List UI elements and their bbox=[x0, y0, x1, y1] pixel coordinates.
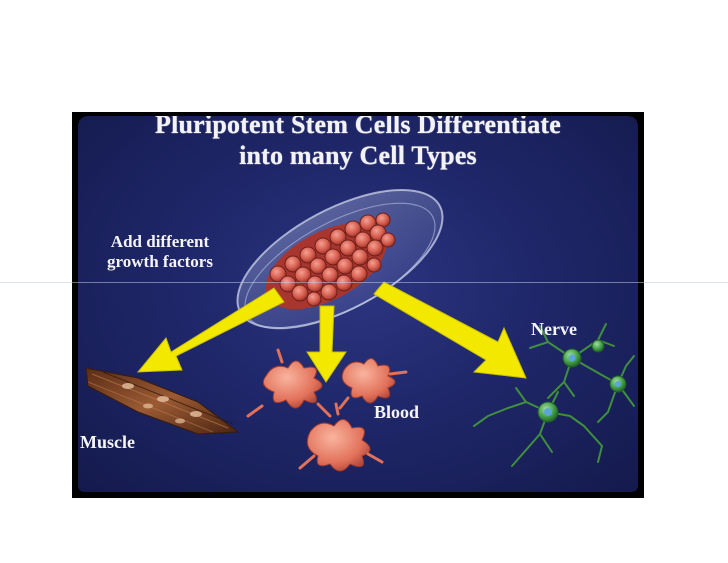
blood-cell bbox=[300, 404, 382, 471]
neuron-soma bbox=[563, 349, 581, 367]
slide-frame: Pluripotent Stem Cells Differentiate int… bbox=[72, 112, 644, 498]
diagram-illustration bbox=[78, 116, 638, 492]
blood-label: Blood bbox=[374, 402, 419, 422]
blood-cell bbox=[340, 358, 406, 408]
neuron-soma bbox=[610, 376, 626, 392]
muscle-label: Muscle bbox=[80, 432, 135, 452]
nerve-label: Nerve bbox=[531, 319, 577, 339]
neuron-soma bbox=[592, 340, 604, 352]
growth-label-line-1: Add different bbox=[100, 232, 220, 252]
arrow-to-nerve bbox=[374, 282, 526, 378]
growth-factors-label: Add different growth factors bbox=[100, 232, 220, 272]
muscle-tissue bbox=[86, 368, 238, 434]
arrow-to-muscle bbox=[138, 288, 284, 372]
slide: Pluripotent Stem Cells Differentiate int… bbox=[78, 116, 638, 492]
neuron-soma bbox=[538, 402, 558, 422]
scan-line-artifact bbox=[0, 282, 728, 283]
growth-label-line-2: growth factors bbox=[100, 252, 220, 272]
